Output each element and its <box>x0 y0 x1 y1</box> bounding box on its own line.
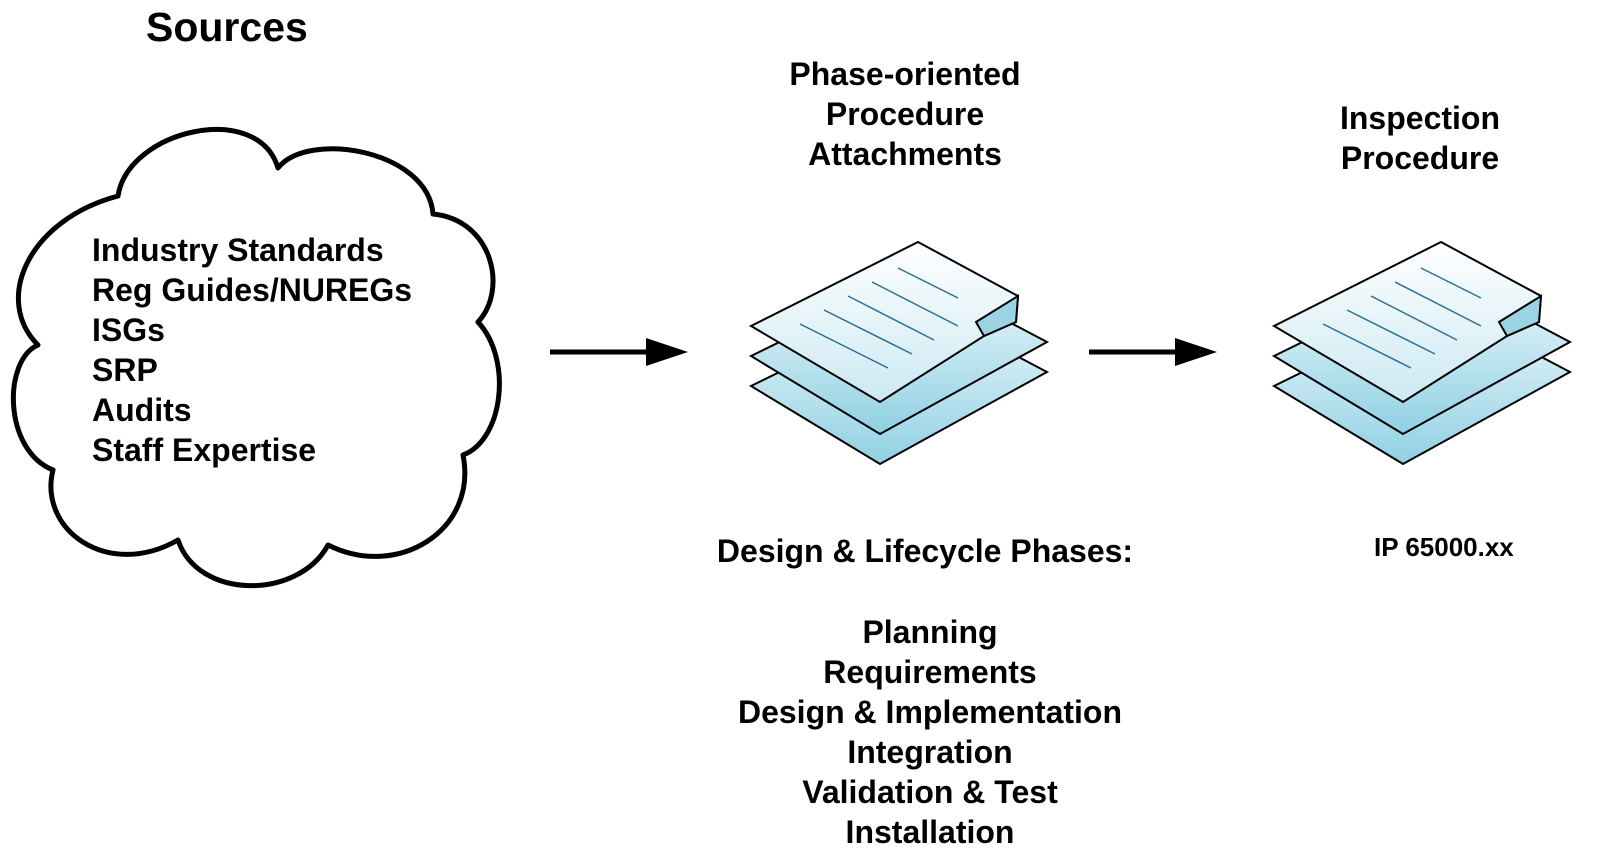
sources-list: Industry Standards Reg Guides/NUREGs ISG… <box>92 230 412 470</box>
list-item: Audits <box>92 392 192 428</box>
list-item: Integration <box>847 734 1013 770</box>
sources-title: Sources <box>146 4 308 50</box>
sources-cloud <box>10 127 502 589</box>
heading-line: Phase-oriented <box>789 56 1021 92</box>
list-item: Planning <box>862 614 998 650</box>
list-item: ISGs <box>92 312 165 348</box>
inspection-procedure-number: IP 65000.xx <box>1374 532 1514 562</box>
heading-line: Attachments <box>808 136 1002 172</box>
phases-list: Planning Requirements Design & Implement… <box>680 612 1180 852</box>
inspection-heading: Inspection Procedure <box>1300 98 1540 178</box>
list-item: Installation <box>845 814 1015 850</box>
arrow-right-icon <box>1089 338 1217 366</box>
document-stack-icon <box>748 240 1050 466</box>
list-item: Industry Standards <box>92 232 384 268</box>
list-item: SRP <box>92 352 158 388</box>
attachments-heading: Phase-oriented Procedure Attachments <box>760 54 1050 174</box>
cloud-outline <box>10 127 502 589</box>
heading-line: Procedure <box>825 96 985 132</box>
arrow-right-icon <box>550 338 688 366</box>
list-item: Staff Expertise <box>92 432 317 468</box>
list-item: Validation & Test <box>802 774 1058 810</box>
heading-line: Procedure <box>1340 140 1500 176</box>
list-item: Reg Guides/NUREGs <box>92 272 413 308</box>
phases-title: Design & Lifecycle Phases: <box>716 533 1134 569</box>
list-item: Requirements <box>823 654 1037 690</box>
document-stack-icon <box>1271 240 1573 466</box>
list-item: Design & Implementation <box>737 694 1123 730</box>
heading-line: Inspection <box>1339 100 1500 136</box>
